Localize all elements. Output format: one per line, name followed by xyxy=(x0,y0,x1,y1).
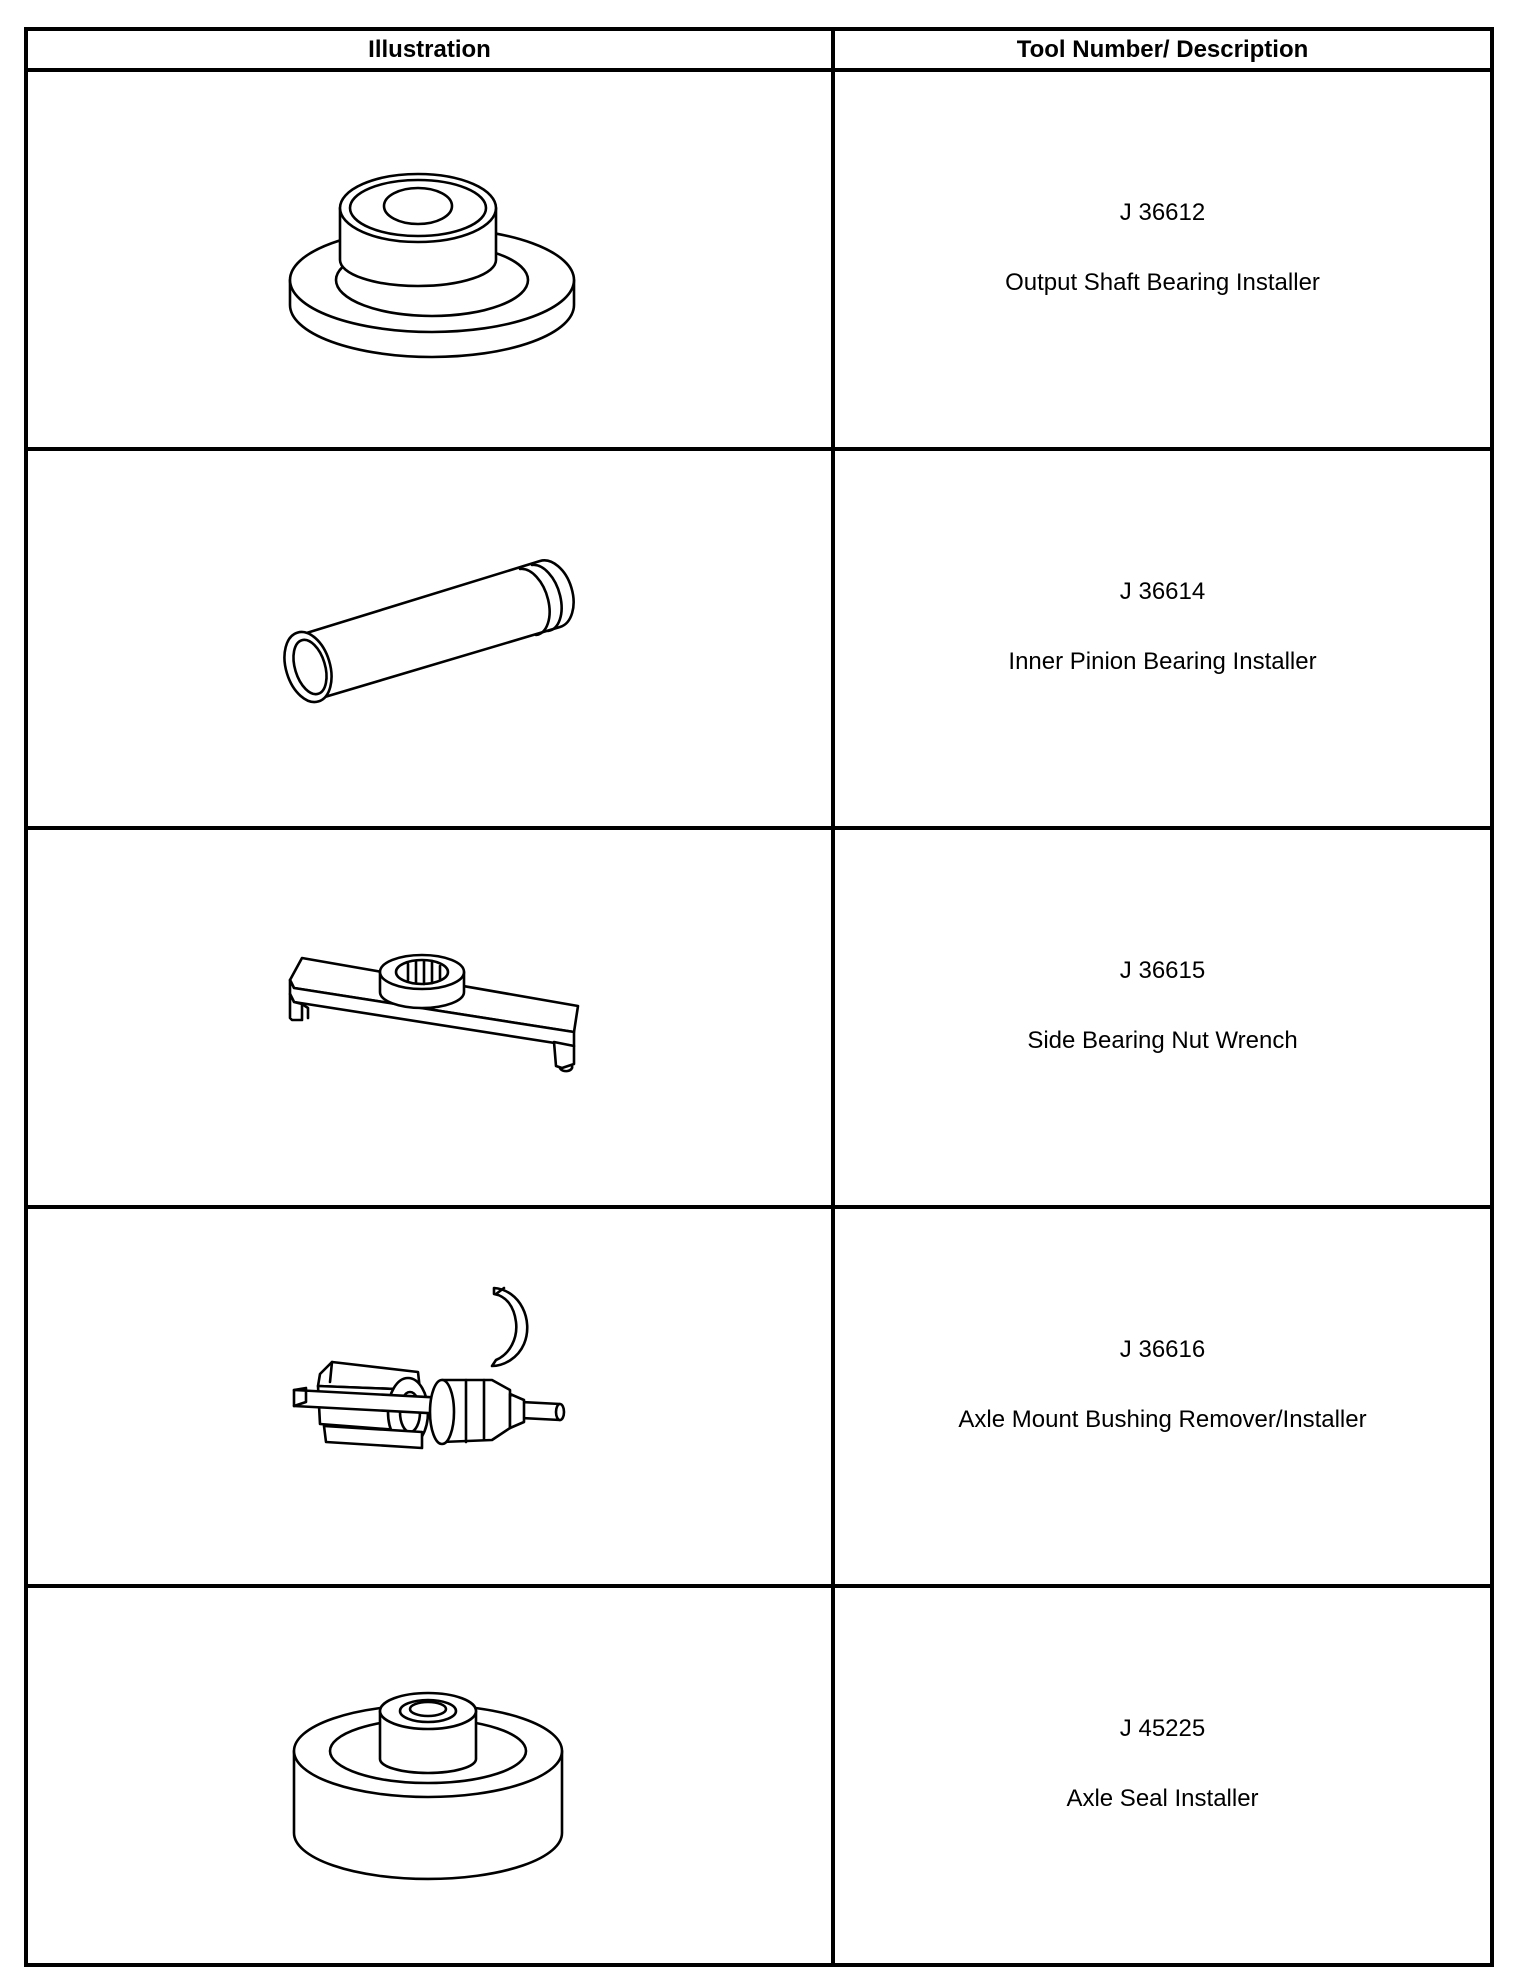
inner-pinion-bearing-installer-icon xyxy=(282,558,575,703)
axle-seal-installer-icon xyxy=(292,1691,563,1880)
table-header-row: Illustration Tool Number/ Description xyxy=(28,31,1490,72)
description-cell: J 36616 Axle Mount Bushing Remover/Insta… xyxy=(835,1209,1490,1584)
tool-number: J 45225 xyxy=(1119,1714,1206,1742)
header-illustration: Illustration xyxy=(28,31,835,68)
illustration-cell xyxy=(28,72,835,447)
illustration-cell xyxy=(28,451,835,826)
tool-description: Inner Pinion Bearing Installer xyxy=(1008,647,1317,675)
description-cell: J 36615 Side Bearing Nut Wrench xyxy=(835,830,1490,1205)
description-cell: J 36612 Output Shaft Bearing Installer xyxy=(835,72,1490,447)
illustration-cell xyxy=(28,1209,835,1584)
output-shaft-bearing-installer-icon xyxy=(288,172,575,358)
table-row: J 36615 Side Bearing Nut Wrench xyxy=(28,830,1490,1209)
illustration-cell xyxy=(28,830,835,1205)
table-row: J 36614 Inner Pinion Bearing Installer xyxy=(28,451,1490,830)
tool-description: Axle Seal Installer xyxy=(1066,1784,1259,1812)
description-cell: J 45225 Axle Seal Installer xyxy=(835,1588,1490,1963)
axle-mount-bushing-remover-installer-icon xyxy=(292,1286,565,1449)
table-row: J 45225 Axle Seal Installer xyxy=(28,1588,1490,1963)
tool-number: J 36612 xyxy=(1119,198,1206,226)
tool-number: J 36616 xyxy=(1119,1335,1206,1363)
tool-description: Axle Mount Bushing Remover/Installer xyxy=(958,1405,1367,1433)
side-bearing-nut-wrench-icon xyxy=(288,953,579,1072)
tool-description: Side Bearing Nut Wrench xyxy=(1027,1026,1298,1054)
tool-description: Output Shaft Bearing Installer xyxy=(1005,268,1320,296)
tool-table: Illustration Tool Number/ Description J … xyxy=(24,27,1494,1967)
tool-number: J 36615 xyxy=(1119,956,1206,984)
description-cell: J 36614 Inner Pinion Bearing Installer xyxy=(835,451,1490,826)
illustration-cell xyxy=(28,1588,835,1963)
tool-number: J 36614 xyxy=(1119,577,1206,605)
header-tool-number-description: Tool Number/ Description xyxy=(1016,35,1309,63)
table-row: J 36612 Output Shaft Bearing Installer xyxy=(28,72,1490,451)
table-row: J 36616 Axle Mount Bushing Remover/Insta… xyxy=(28,1209,1490,1588)
